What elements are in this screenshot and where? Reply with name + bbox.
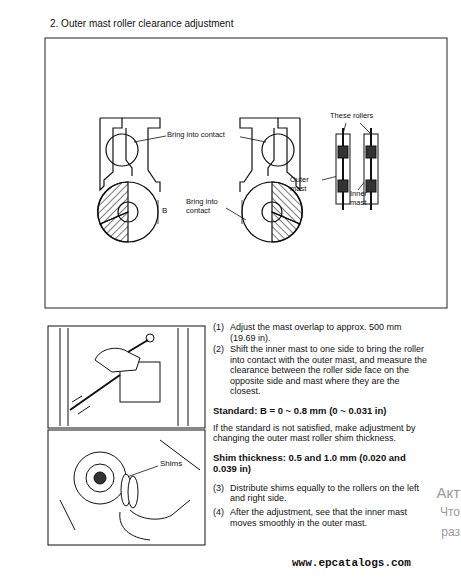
instruction-text: Shift the inner mast to one side to brin… [230, 344, 428, 397]
instruction-row: (2)Shift the inner mast to one side to b… [213, 344, 428, 397]
step-number: (3) [213, 483, 230, 504]
website-url: www.epcatalogs.com [292, 557, 411, 570]
roller-inset [336, 128, 378, 210]
instruction-row: (1)Adjust the mast overlap to approx. 50… [213, 322, 428, 343]
watermark: Акт [436, 484, 460, 501]
step-number: (2) [213, 344, 230, 397]
watermark: Что [440, 506, 460, 520]
part-name: Outer mast [290, 176, 322, 193]
instruction-text: Standard: B = 0 ~ 0.8 mm (0 ~ 0.031 in) [213, 405, 428, 416]
instruction-row: (4)After the adjustment, see that the in… [213, 507, 428, 528]
part-name: Shims [160, 459, 194, 468]
instruction-text: Shim thickness: 0.5 and 1.0 mm (0.020 an… [213, 452, 428, 474]
instruction-row: Shim thickness: 0.5 and 1.0 mm (0.020 an… [213, 452, 428, 474]
part-name: Inner mast [350, 190, 378, 207]
callout-label: These rollers [330, 112, 390, 121]
callout-label: Bring into contact [166, 131, 240, 140]
step-number: (4) [213, 507, 230, 528]
mast-section [97, 118, 160, 242]
dimension-label: B [162, 206, 172, 215]
instruction-text: Adjust the mast overlap to approx. 500 m… [230, 322, 428, 343]
instruction-row: Standard: B = 0 ~ 0.8 mm (0 ~ 0.031 in) [213, 405, 428, 416]
step-number: (1) [213, 322, 230, 343]
callout-label: Bring into contact [186, 198, 228, 215]
photo-gauge [48, 326, 205, 428]
section-title: 2. Outer mast roller clearance adjustmen… [50, 18, 233, 30]
instruction-text: Distribute shims equally to the rollers … [230, 483, 428, 504]
instruction-text: After the adjustment, see that the inner… [230, 507, 428, 528]
instruction-text: If the standard is not satisfied, make a… [213, 423, 428, 444]
instruction-text: (1)Adjust the mast overlap to approx. 50… [213, 322, 428, 528]
photo-shims [48, 430, 205, 545]
instruction-row: (3)Distribute shims equally to the rolle… [213, 483, 428, 504]
instruction-row: If the standard is not satisfied, make a… [213, 423, 428, 444]
watermark: раз [441, 526, 460, 540]
figure-frame [45, 38, 447, 308]
